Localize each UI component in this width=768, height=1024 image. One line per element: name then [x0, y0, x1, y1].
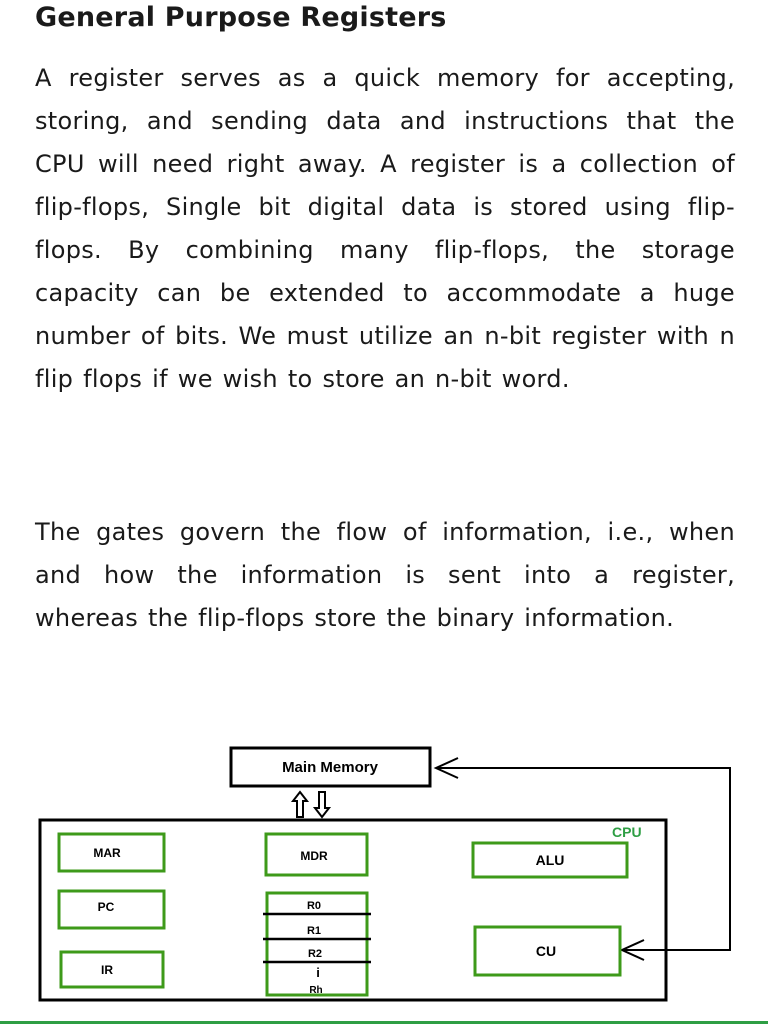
feedback-line — [436, 767, 731, 951]
mar-label: MAR — [93, 846, 121, 860]
register-ellipsis-label: i — [316, 965, 320, 980]
arrowhead-main-memory — [433, 757, 459, 779]
main-memory-box — [229, 746, 432, 788]
alu-box — [471, 841, 629, 879]
register-stack-box — [265, 891, 369, 997]
mdr-box — [264, 832, 369, 877]
cu-label: CU — [536, 943, 556, 959]
diagram-svg: Main Memory CPU MAR PC IR MDR R0 R1 R2 i — [38, 746, 731, 1002]
cpu-register-diagram: Main Memory CPU MAR PC IR MDR R0 R1 R2 i — [0, 700, 768, 1024]
register-rh-label: Rh — [309, 985, 322, 996]
cu-box — [473, 925, 622, 977]
up-arrow-icon — [290, 790, 310, 818]
alu-label: ALU — [536, 852, 565, 868]
pc-label: PC — [98, 900, 115, 914]
bottom-accent-bar — [0, 1021, 768, 1024]
arrowhead-cu — [619, 939, 645, 961]
register-r1-label: R1 — [307, 925, 321, 937]
mar-box — [57, 832, 166, 873]
register-r2-label: R2 — [308, 948, 322, 960]
bus-arrows — [290, 790, 332, 819]
down-arrow-icon — [312, 791, 332, 819]
cpu-box — [38, 818, 668, 1002]
register-r0-label: R0 — [307, 900, 321, 912]
pc-box — [57, 889, 166, 930]
page-title: General Purpose Registers — [35, 2, 447, 33]
ir-box — [59, 950, 165, 989]
main-memory-label: Main Memory — [282, 759, 379, 776]
cpu-label: CPU — [612, 824, 642, 840]
paragraph-intro: A register serves as a quick memory for … — [35, 64, 735, 393]
ir-label: IR — [101, 963, 113, 977]
paragraph-gates: The gates govern the flow of information… — [35, 518, 735, 632]
mdr-label: MDR — [300, 849, 328, 863]
